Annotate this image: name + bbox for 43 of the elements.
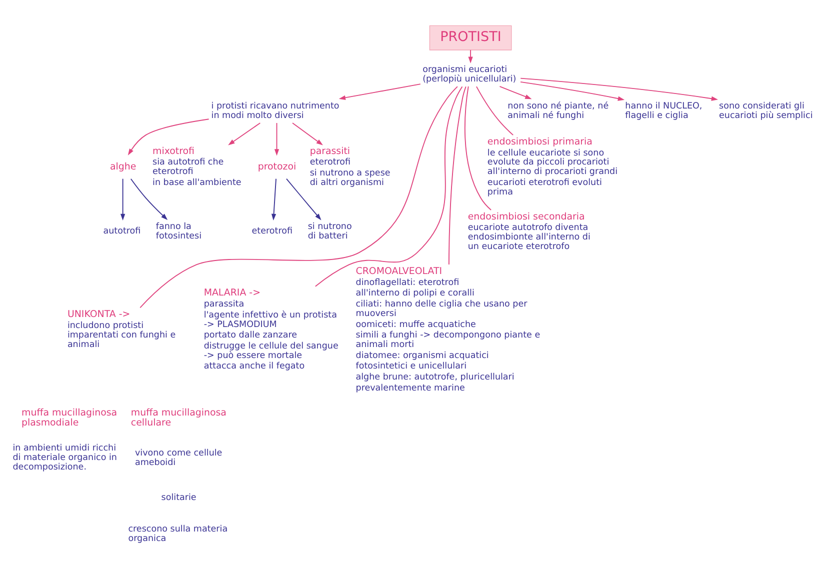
arrow (499, 86, 532, 99)
arrow (271, 178, 276, 220)
node-text: parassiti eterotrofi si nutrono a spese di altri organismi (310, 145, 390, 188)
node-text: sono considerati gli eucarioti più semplici (719, 100, 813, 120)
label: vivono come cellule ameboidi (134, 448, 222, 468)
node-text: endosimbiosi primaria le cellule eucariote si sono evolute da piccoli procarioti all'interno di procarioti grandi eucarioti eterotrofi evoluti prima (487, 136, 618, 197)
connector (464, 86, 492, 210)
arrow (128, 118, 210, 155)
node-text: protozoi (258, 160, 296, 172)
label: solitarie (161, 492, 196, 502)
node-text: organismi eucarioti (perlopiù unicellulari) (422, 64, 516, 84)
arrow (228, 122, 261, 145)
arrow (520, 80, 625, 100)
node-text: i protisti ricavano nutrimento in modi molto diversi (211, 100, 340, 120)
node-text: CROMOALVEOLATI dinoflagellati: eterotrofi all'interno di polipi e coralli ciliati: hanno delle ciglia che usano per muoversi oomiceti: muffe acquatiche simili a funghi -> decompongono piante e animali morti diatomee: organismi acquatici fotosintetici e unicellulari alghe brune: autotrofe, pluricellulari prevalentemente marine (356, 265, 540, 393)
node-text: mixotrofi sia autotrofi che eterotrofi in base all'ambiente (152, 145, 242, 188)
node-text: eterotrofi (252, 226, 293, 236)
arrow (520, 77, 718, 100)
node-text: UNIKONTA -> includono protisti imparentati con funghi e animali (67, 308, 176, 350)
connector (448, 86, 466, 264)
node-text: endosimbiosi secondaria eucariote autotrofo diventa endosimbionte all'interno di un eucariote eterotrofo (468, 210, 590, 252)
node-text: autotrofi (103, 226, 141, 236)
label: crescono sulla materia organica (128, 524, 228, 544)
connector (314, 86, 463, 286)
arrow (338, 83, 421, 100)
arrow (130, 178, 168, 220)
label: muffa mucillaginosa plasmodiale (22, 406, 118, 428)
connector (476, 86, 514, 136)
arrow (468, 49, 473, 63)
node-text: MALARIA -> parassita l'agente infettivo è un protista -> PLASMODIUM portato dalle zanzare distrugge le cellule del sangue -> può essere mortale attacca anche il fegato (204, 287, 338, 372)
node-text: alghe (110, 160, 136, 172)
arrow (286, 178, 322, 220)
arrow (274, 122, 280, 156)
arrow (120, 178, 126, 220)
connector (140, 86, 458, 308)
node-text: hanno il NUCLEO, flagelli e ciglia (625, 100, 702, 120)
label: in ambienti umidi ricchi di materiale organico in decomposizione. (12, 443, 118, 472)
node-box: PROTISTI (429, 24, 512, 50)
node-text: non sono né piante, né animali né funghi (508, 100, 609, 120)
arrow (292, 122, 323, 145)
label: muffa mucillaginosa cellulare (130, 406, 226, 428)
node-text: fanno la fotosintesi (156, 221, 202, 241)
node-text: si nutrono di batteri (308, 221, 352, 241)
